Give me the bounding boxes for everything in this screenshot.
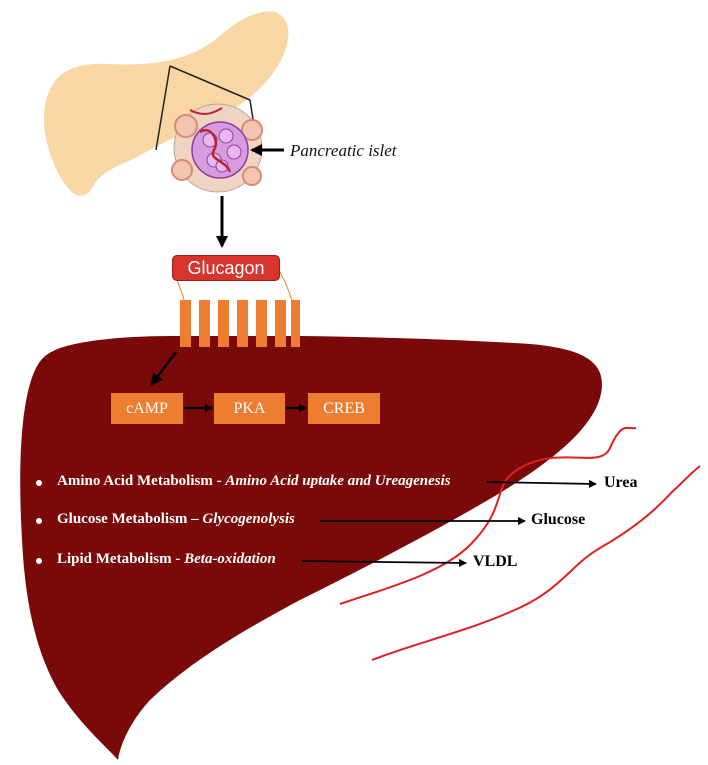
glucagon-receptor [180, 300, 300, 347]
blood-vessel-lower [371, 465, 701, 661]
lipid-metabolism-detail: Beta-oxidation [184, 551, 276, 567]
pancreas-shape [44, 11, 289, 196]
glucose-metabolism-name: Glucose Metabolism [57, 511, 188, 527]
camp-box: cAMP [111, 393, 183, 424]
pancreatic-islet-label: Pancreatic islet [290, 141, 397, 160]
blood-vessel-upper [339, 426, 637, 605]
bullet-lipid [36, 558, 42, 564]
glucose-label: Glucose [531, 511, 586, 528]
zoom-line-top [169, 65, 251, 101]
amino-acid-metabolism-name: Amino Acid Metabolism [57, 473, 213, 489]
amino-acid-metabolism-detail: Amino Acid uptake and Ureagenesis [225, 473, 451, 489]
lipid-metabolism-line: Lipid Metabolism - Beta-oxidation [57, 551, 276, 568]
receptor-to-camp-arrow [150, 351, 177, 386]
urea-arrow [486, 479, 597, 488]
amino-acid-metabolism-line: Amino Acid Metabolism - Amino Acid uptak… [57, 473, 451, 490]
vldl-label: VLDL [473, 553, 518, 570]
islet-image [171, 103, 263, 193]
glucose-metabolism-line: Glucose Metabolism – Glycogenolysis [57, 511, 295, 528]
amino-acid-separator: - [212, 473, 226, 489]
pka-box: PKA [214, 393, 285, 424]
liver-shape [20, 336, 602, 760]
zoom-line-left [155, 65, 171, 151]
glucose-separator: – [187, 511, 203, 527]
vldl-arrow [301, 558, 467, 567]
glucose-metabolism-detail: Glycogenolysis [202, 511, 295, 527]
creb-box: CREB [308, 393, 380, 424]
lipid-metabolism-name: Lipid Metabolism [57, 551, 172, 567]
bullet-amino-acid [36, 480, 42, 486]
glucagon-label: Glucagon [172, 255, 280, 281]
lipid-separator: - [171, 551, 185, 567]
urea-label: Urea [604, 474, 638, 491]
bullet-glucose [36, 518, 42, 524]
